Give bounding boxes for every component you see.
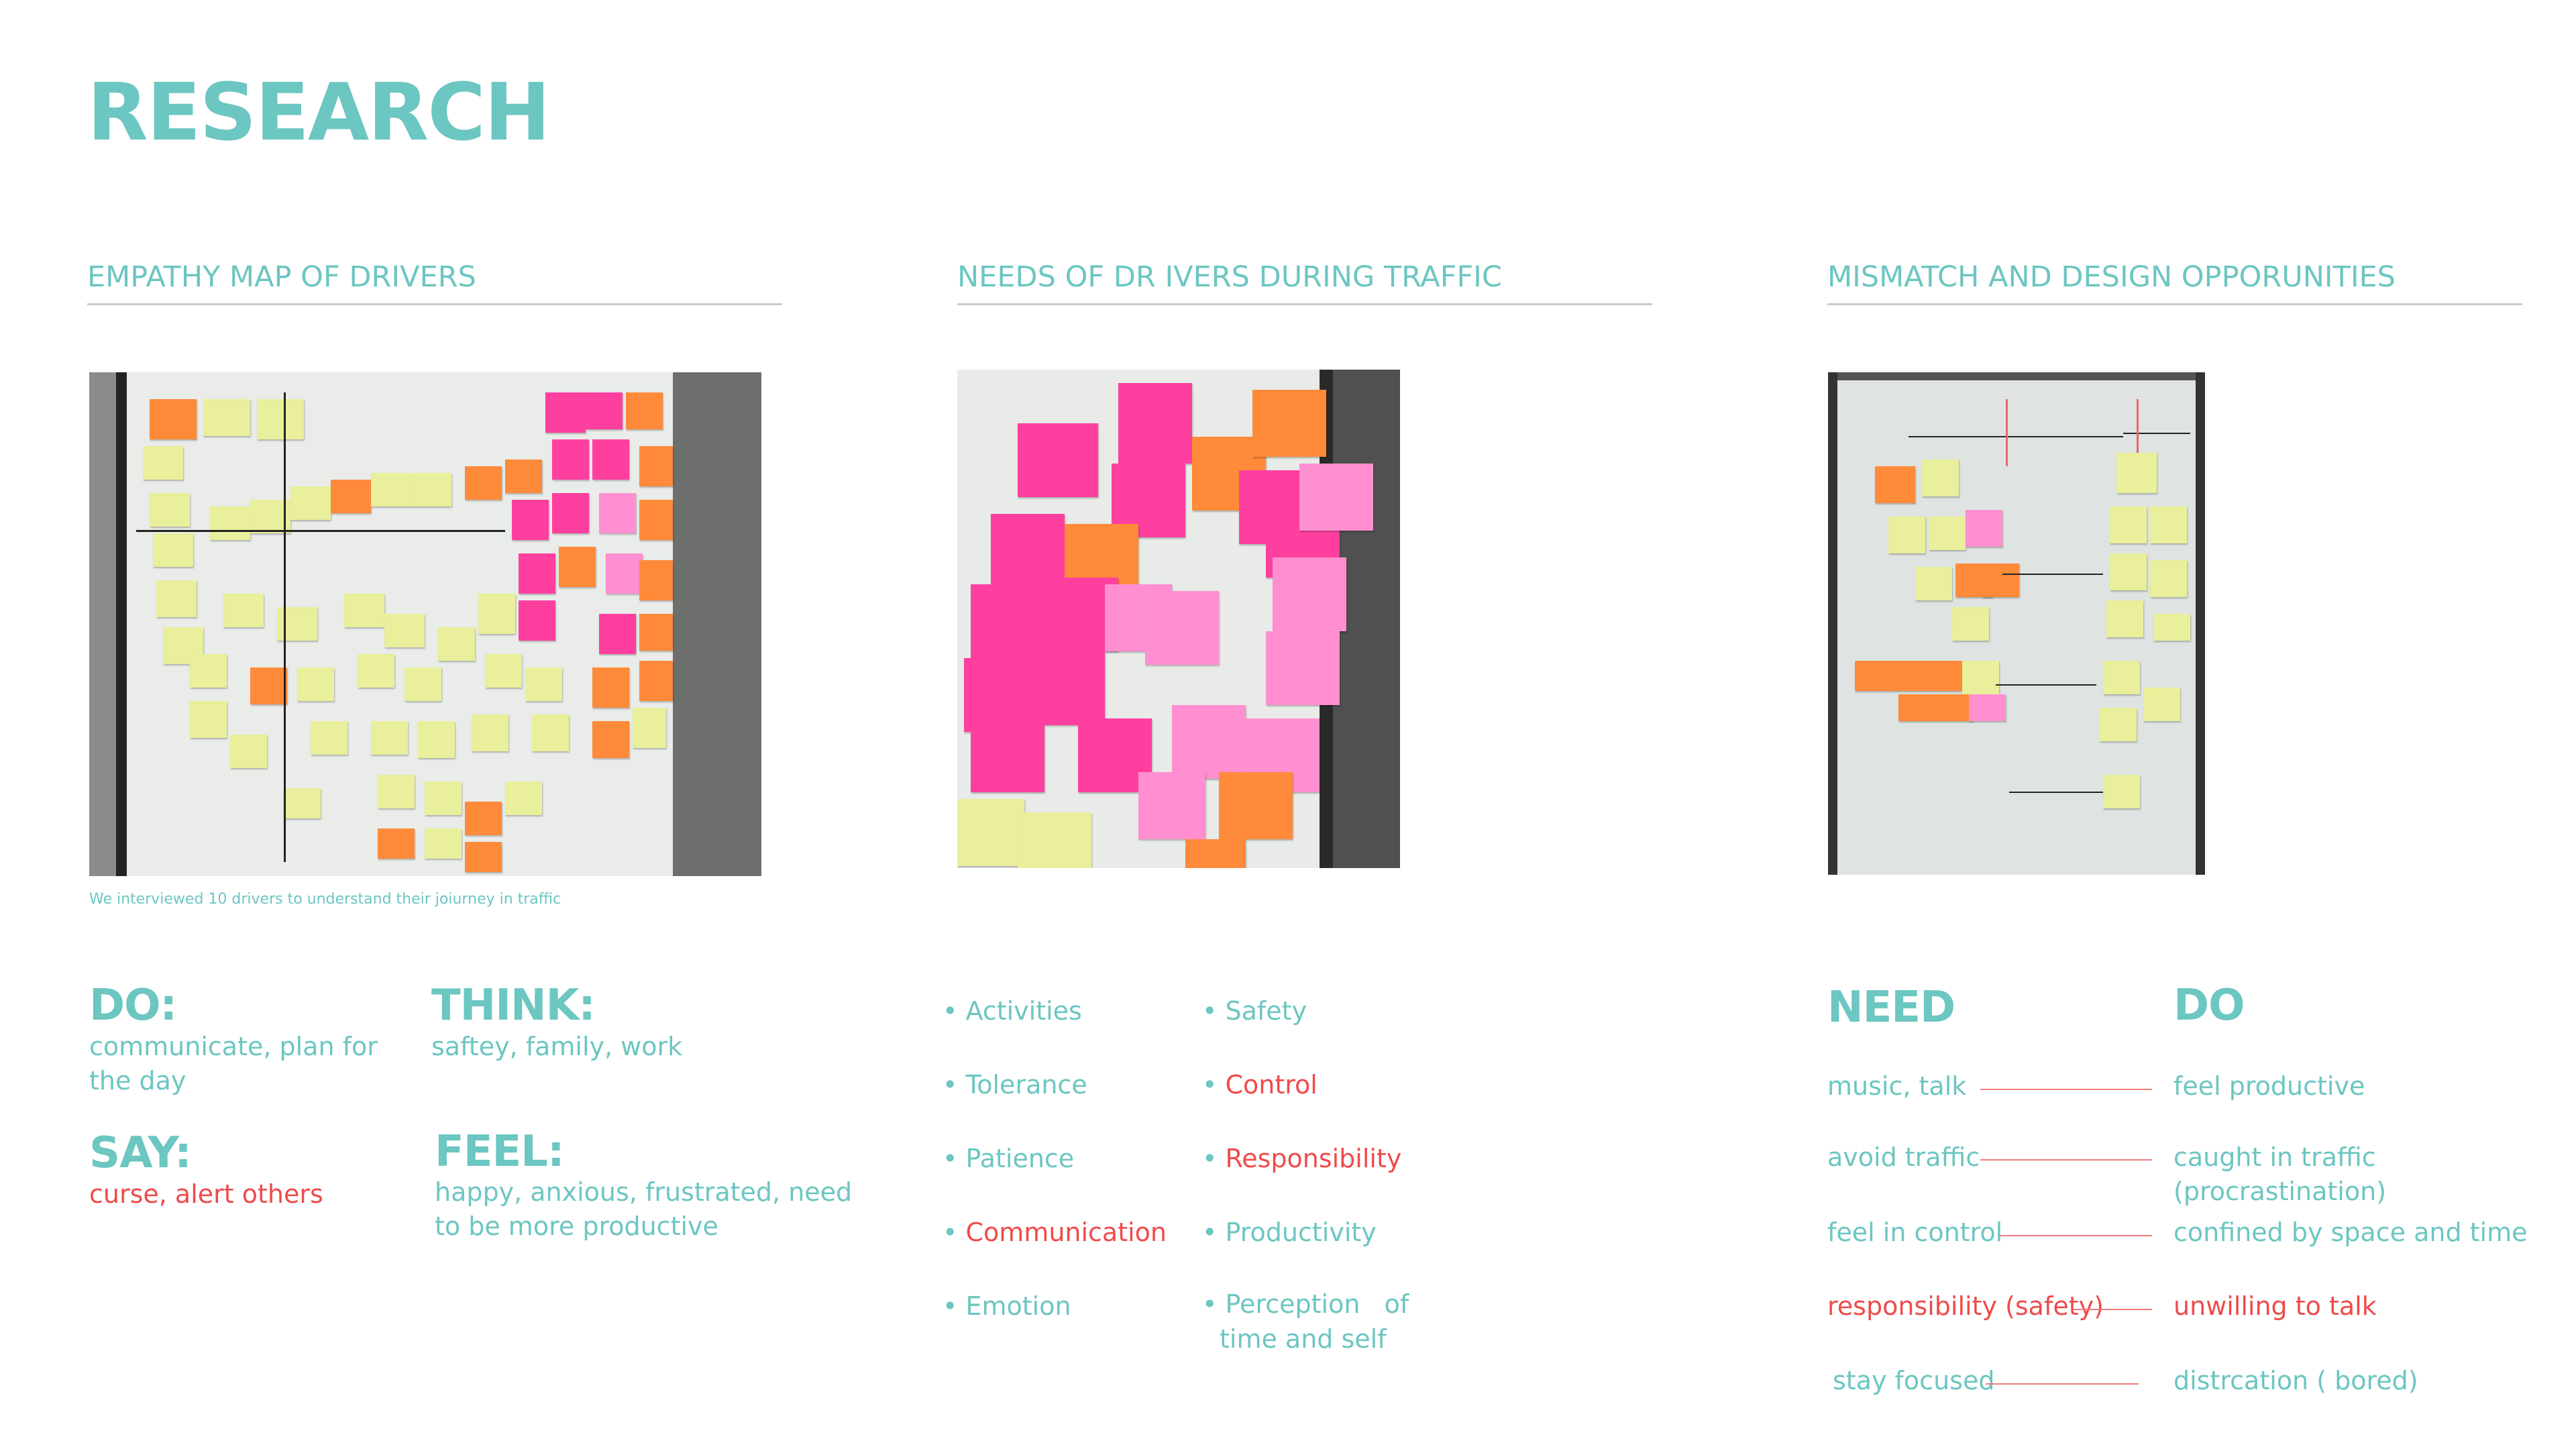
empathy-heading: EMPATHY MAP OF DRIVERS — [87, 260, 476, 294]
need-item-2: avoid traffic — [1827, 1142, 1980, 1172]
needs-rule — [957, 303, 1652, 305]
feel-label: FEEL: — [435, 1127, 565, 1177]
do-text-line1: communicate, plan for — [89, 1032, 378, 1061]
do-item-3: confined by space and time — [2174, 1218, 2528, 1247]
empathy-map-photo — [89, 372, 761, 876]
needs-heading: NEEDS OF DR IVERS DURING TRAFFIC — [957, 260, 1502, 294]
do-text-line2: the day — [89, 1066, 186, 1095]
feel-text-line1: happy, anxious, frustrated, need — [435, 1177, 853, 1207]
page-title: RESEARCH — [87, 66, 551, 158]
needs-item-perception: • Perception of — [1202, 1289, 1409, 1319]
do-text: communicate, plan for the day — [89, 1030, 378, 1098]
needs-item-activities: • Activities — [943, 996, 1082, 1026]
mismatch-do-label: DO — [2174, 981, 2245, 1030]
needs-photo — [957, 370, 1400, 868]
needs-item-tolerance: • Tolerance — [943, 1070, 1087, 1099]
need-item-1: music, talk — [1827, 1071, 1967, 1101]
think-text: saftey, family, work — [431, 1032, 683, 1061]
pair-connector-5 — [1986, 1383, 2139, 1385]
pair-connector-4 — [2073, 1309, 2152, 1310]
feel-text: happy, anxious, frustrated, need to be m… — [435, 1175, 852, 1244]
needs-item-emotion: • Emotion — [943, 1291, 1071, 1321]
needs-item-communication: • Communication — [943, 1218, 1167, 1247]
needs-item-control: • Control — [1202, 1070, 1318, 1099]
needs-item-patience: • Patience — [943, 1144, 1075, 1173]
feel-text-line2: to be more productive — [435, 1212, 718, 1241]
do-label: DO: — [89, 981, 177, 1030]
needs-item-perception-line2: time and self — [1220, 1324, 1387, 1354]
mismatch-heading: MISMATCH AND DESIGN OPPORUNITIES — [1827, 260, 2396, 294]
do-item-4: unwilling to talk — [2174, 1291, 2377, 1321]
needs-item-safety: • Safety — [1202, 996, 1307, 1026]
do-item-2: caught in traffic (procrastination) — [2174, 1142, 2387, 1206]
empathy-rule — [87, 303, 782, 305]
need-item-5: stay focused — [1833, 1366, 1995, 1395]
need-item-4: responsibility (safety) — [1827, 1291, 2104, 1321]
need-item-3: feel in control — [1827, 1218, 2003, 1247]
pair-connector-1 — [1980, 1089, 2152, 1090]
pair-connector-3 — [1999, 1235, 2152, 1236]
mismatch-rule — [1827, 303, 2522, 305]
say-text: curse, alert others — [89, 1179, 323, 1209]
say-label: SAY: — [89, 1128, 192, 1178]
think-label: THINK: — [431, 981, 596, 1030]
needs-item-productivity: • Productivity — [1202, 1218, 1377, 1247]
mismatch-photo — [1828, 372, 2205, 875]
needs-item-responsibility: • Responsibility — [1202, 1144, 1402, 1173]
do-item-5: distrcation ( bored) — [2174, 1366, 2418, 1395]
do-item-1: feel productive — [2174, 1071, 2365, 1101]
pair-connector-2 — [1980, 1159, 2152, 1161]
empathy-caption: We interviewed 10 drivers to understand … — [89, 891, 561, 908]
need-label: NEED — [1827, 983, 1955, 1032]
